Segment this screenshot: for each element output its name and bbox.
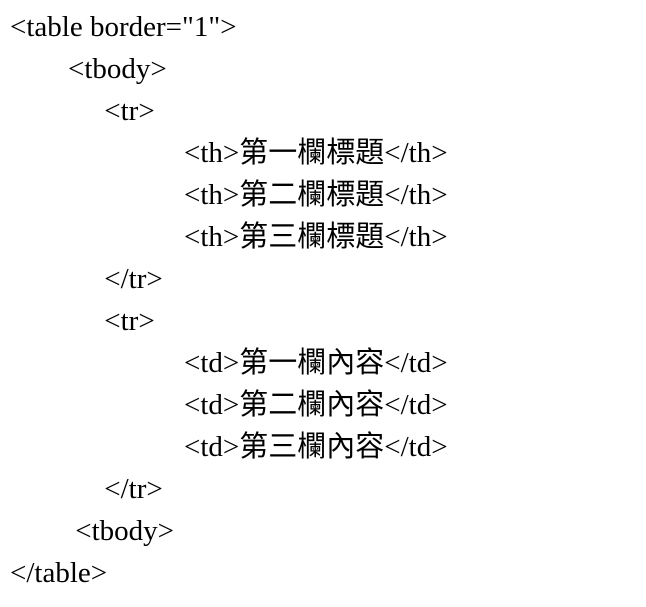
- code-line: <th>第二欄標題</th>: [10, 179, 448, 211]
- code-line: <td>第二欄內容</td>: [10, 389, 448, 421]
- code-line: <table border="1">: [10, 11, 237, 43]
- code-line: </tr>: [10, 473, 163, 505]
- code-line: </table>: [10, 557, 108, 589]
- code-snippet: <table border="1"> <tbody> <tr> <th>第一欄標…: [10, 11, 448, 589]
- code-line: <th>第一欄標題</th>: [10, 137, 448, 169]
- code-line: <tr>: [10, 95, 155, 127]
- code-line: </tr>: [10, 263, 163, 295]
- code-line: <td>第三欄內容</td>: [10, 431, 448, 463]
- code-line: <tbody>: [10, 53, 167, 85]
- code-line: <th>第三欄標題</th>: [10, 221, 448, 253]
- code-line: <tbody>: [10, 515, 175, 547]
- code-line: <tr>: [10, 305, 155, 337]
- code-line: <td>第一欄內容</td>: [10, 347, 448, 379]
